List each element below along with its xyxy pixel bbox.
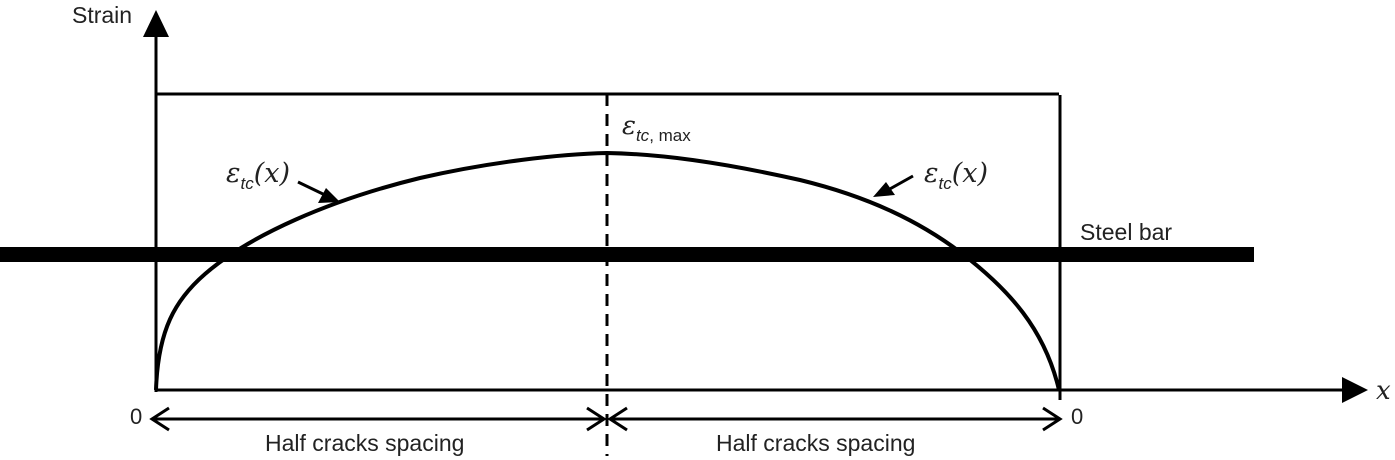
peak-strain-symbol: ε: [622, 111, 636, 141]
right-label-pointer-line: [887, 174, 914, 192]
curve-left-symbol: ε: [226, 158, 241, 189]
origin-right-label: 0: [1071, 404, 1084, 429]
dimension-right-label: Half cracks spacing: [716, 430, 916, 456]
curve-left-subscript: tc: [240, 174, 254, 193]
dimension-right-end-arrowhead-icon: [1042, 406, 1063, 432]
curve-right-subscript: tc: [938, 174, 952, 193]
dimension-left-start-arrowhead-icon: [149, 406, 170, 432]
x-axis-label: x: [1376, 376, 1391, 406]
curve-label-right: εtc(x): [924, 158, 989, 192]
peak-strain-subscript: tc: [635, 126, 650, 145]
curve-right-symbol: ε: [924, 158, 939, 189]
left-label-pointer-line: [297, 180, 326, 197]
origin-left-label: 0: [130, 404, 143, 429]
right-label-pointer-arrowhead-icon: [873, 182, 895, 197]
curve-label-left: εtc(x): [226, 158, 291, 192]
y-axis-label: Strain: [72, 2, 133, 28]
peak-strain-label: εtc, max: [622, 111, 691, 144]
dimension-left-end-arrowhead-icon: [586, 406, 607, 432]
steel-bar-label: Steel bar: [1080, 219, 1173, 245]
steel-bar: [0, 247, 1254, 262]
x-axis-arrowhead-icon: [1342, 377, 1368, 403]
dimension-right-start-arrowhead-icon: [607, 406, 628, 432]
left-label-pointer-arrowhead-icon: [318, 188, 340, 203]
y-axis-arrowhead-icon: [143, 10, 169, 37]
curve-right-argument: (x): [951, 158, 989, 189]
curve-left-argument: (x): [253, 158, 291, 189]
peak-strain-suffix: , max: [649, 126, 691, 145]
dimension-left-label: Half cracks spacing: [265, 430, 465, 456]
